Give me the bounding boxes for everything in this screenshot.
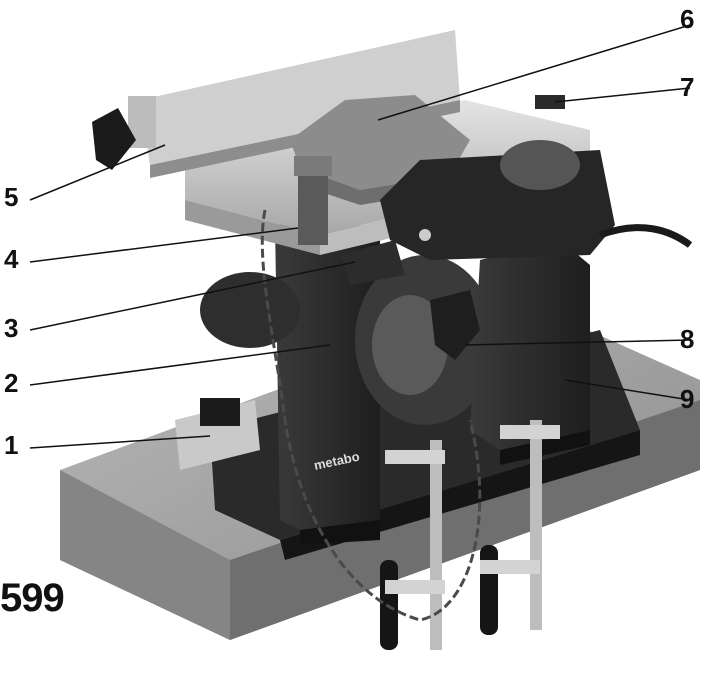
callout-5: 5 (4, 182, 19, 212)
page-number: 599 (0, 576, 65, 620)
callout-7: 7 (680, 72, 695, 102)
guard-post (294, 156, 332, 245)
callout-1: 1 (4, 430, 19, 460)
top-clamp (535, 95, 565, 109)
leader-lines (29, 24, 691, 449)
bench-clamps (380, 420, 560, 650)
chip-ejector (430, 290, 480, 360)
callout-8: 8 (680, 324, 695, 354)
callout-2: 2 (4, 368, 19, 398)
callout-3: 3 (4, 313, 19, 343)
clamp-lever (340, 240, 405, 285)
power-cable (598, 224, 693, 248)
left-housing: metabo (275, 215, 380, 545)
safety-chain (260, 209, 482, 622)
callout-4: 4 (4, 244, 19, 274)
right-pillar (470, 240, 590, 465)
callout-9: 9 (680, 384, 695, 414)
callout-6: 6 (680, 4, 695, 34)
motor-housing (380, 140, 615, 260)
fence-knob (92, 108, 136, 170)
